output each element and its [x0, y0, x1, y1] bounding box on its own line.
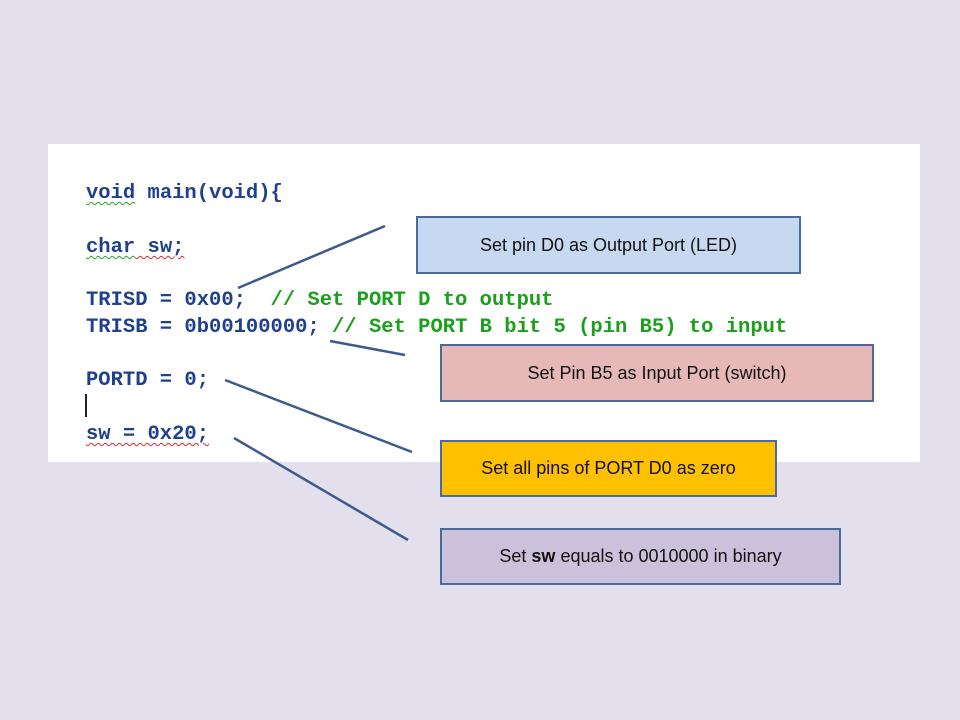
connector-line-trisb — [329, 339, 406, 357]
trisd-statement: TRISD = 0x00; — [86, 289, 271, 312]
code-line-trisb: TRISB = 0b00100000; // Set PORT B bit 5 … — [86, 316, 787, 340]
code-line-char-declaration: char sw; — [86, 236, 184, 260]
code-line-portd: PORTD = 0; — [86, 369, 209, 393]
connector-line-portd — [224, 378, 413, 454]
keyword-char: char — [86, 236, 136, 259]
callout-portd-zero-text: Set all pins of PORT D0 as zero — [481, 458, 736, 478]
keyword-void-param: void — [209, 182, 259, 205]
callout-sw-binary: Set sw equals to 0010000 in binary — [440, 528, 841, 585]
callout-portd-zero: Set all pins of PORT D0 as zero — [440, 440, 777, 497]
callout-output-port-text: Set pin D0 as Output Port (LED) — [479, 234, 738, 255]
variable-sw-declaration: sw; — [135, 236, 185, 259]
connector-line-trisd — [237, 224, 386, 290]
code-panel: void main(void){ char sw; TRISD = 0x00; … — [48, 144, 920, 462]
portd-statement: PORTD = 0; — [86, 369, 210, 392]
open-brace: ){ — [258, 182, 283, 205]
keyword-void: void — [86, 182, 136, 205]
callout-input-port: Set Pin B5 as Input Port (switch) — [440, 344, 874, 402]
callout-output-port: Set pin D0 as Output Port (LED) — [416, 216, 801, 274]
callout-sw-binary-bold: sw — [531, 546, 556, 566]
text-cursor — [85, 394, 87, 417]
trisb-comment: // Set PORT B bit 5 (pin B5) to input — [332, 316, 788, 339]
function-name-main: main( — [135, 182, 210, 205]
trisb-statement: TRISB = 0b00100000; — [86, 316, 333, 339]
callout-sw-binary-prefix: Set — [499, 546, 532, 566]
code-line-sw-assign: sw = 0x20; — [86, 423, 209, 447]
sw-assign-statement: sw = 0x20; — [86, 423, 210, 446]
code-line-trisd: TRISD = 0x00; // Set PORT D to output — [86, 289, 553, 313]
code-line-main-signature: void main(void){ — [86, 182, 283, 206]
callout-sw-binary-text: Set sw equals to 0010000 in binary — [499, 546, 781, 567]
callout-sw-binary-suffix: equals to 0010000 in binary — [555, 546, 782, 566]
callout-input-port-text: Set Pin B5 as Input Port (switch) — [527, 362, 787, 383]
trisd-comment: // Set PORT D to output — [270, 289, 554, 312]
connector-line-sw — [233, 436, 409, 542]
